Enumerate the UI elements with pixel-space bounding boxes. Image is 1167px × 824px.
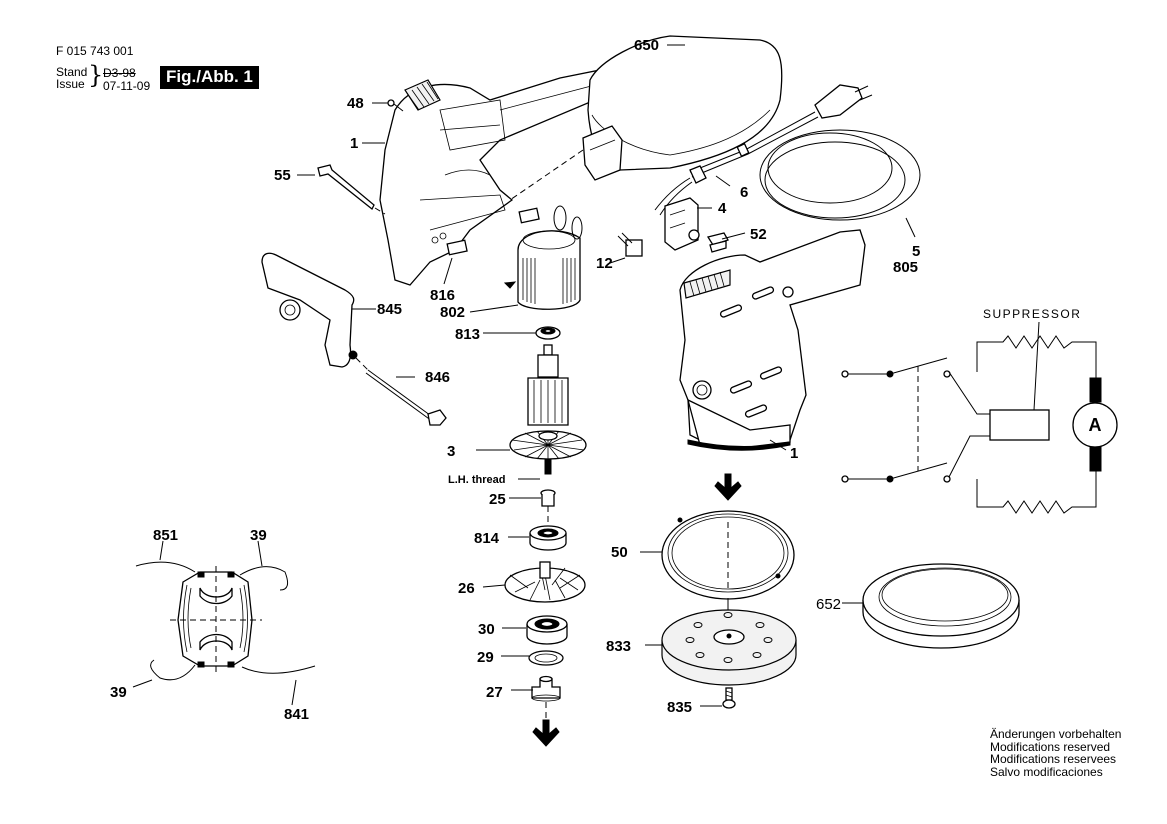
callout-4: 4 [718,200,727,217]
document-number: F 015 743 001 [56,44,134,58]
callout-813: 813 [455,326,480,343]
callout-52: 52 [750,226,767,243]
armature-part [509,344,587,475]
handle-bolt-part [355,357,447,426]
old-date: D3-98 [103,66,136,80]
callout-833: 833 [606,638,631,655]
callout-30: 30 [478,621,495,638]
callout-846: 846 [425,369,450,386]
note-line-fr: Modifications reservees [990,752,1117,766]
cable-sleeve-part [654,165,707,216]
callout-25: 25 [489,491,506,508]
brush-holder-part [706,232,729,253]
fan-part [504,561,586,603]
callout-27: 27 [486,684,503,701]
protective-ring-part [862,563,1020,649]
callout-650: 650 [634,37,659,54]
suppressor-label: SUPPRESSOR [983,307,1081,321]
callout-835: 835 [667,699,692,716]
callout-805: 805 [893,259,918,276]
eccentric-part [531,675,561,702]
callout-802: 802 [440,304,465,321]
callout-50: 50 [611,544,628,561]
callout-814: 814 [474,530,500,547]
field-stator-part [503,205,583,310]
note-line-en: Modifications reserved [990,739,1111,754]
hex-key-part [317,164,375,211]
callout-5: 5 [912,243,920,260]
assembled-sander-part [679,229,866,451]
power-cable-part [689,84,921,221]
bearing-lower-part [526,615,568,645]
brace-glyph: } [88,61,104,89]
callout-55: 55 [274,167,291,184]
lh-thread-note: L.H. thread [448,474,505,486]
dust-bag-part [582,35,783,181]
down-arrow-icon [532,719,560,747]
callout-26: 26 [458,580,475,597]
sanding-pad-part [661,609,797,686]
bearing-top-part [535,326,561,340]
callout-841: 841 [284,706,309,723]
callout-29: 29 [477,649,494,666]
armature-symbol-circle [1072,402,1118,448]
callout-39-right: 39 [250,527,267,544]
retaining-ring-part [528,650,564,666]
stand-issue-labels: Stand Issue [56,66,87,90]
stand-label: Stand [56,65,88,79]
circuit-schematic [841,321,1118,514]
auxiliary-handle-part [261,252,358,368]
note-line-es: Salvo modificaciones [990,764,1103,779]
armature-symbol-label: A [1089,415,1102,435]
callout-816: 816 [430,287,455,304]
switch-part [664,197,700,251]
callout-845: 845 [377,301,402,318]
carbon-brush-part [446,239,468,256]
field-detail-part [135,561,316,681]
callout-12: 12 [596,255,613,272]
figure-label: Fig./Abb. 1 [160,66,259,89]
capacitor-part [617,232,643,257]
callout-652: 652 [816,596,841,613]
pad-screw-part [722,687,736,709]
bearing-mid-part [529,525,567,551]
suppressor-box [989,409,1050,441]
note-line-de: Änderungen vorbehalten [990,727,1122,741]
leader-lines [132,44,916,707]
callout-851: 851 [153,527,178,544]
modifications-note: Änderungen vorbehalten Modifications res… [990,728,1121,778]
callout-1-housing: 1 [350,135,358,152]
carbon-brush-part-2 [518,207,540,224]
issue-label: Issue [56,77,85,91]
callout-1-assembled: 1 [790,445,798,462]
issue-date: 07-11-09 [103,79,151,93]
callout-39-left: 39 [110,684,127,701]
callout-6: 6 [740,184,748,201]
sleeve-part [540,489,556,507]
callout-3: 3 [447,443,455,460]
down-arrow-icon-pad [714,473,742,501]
callout-48: 48 [347,95,364,112]
